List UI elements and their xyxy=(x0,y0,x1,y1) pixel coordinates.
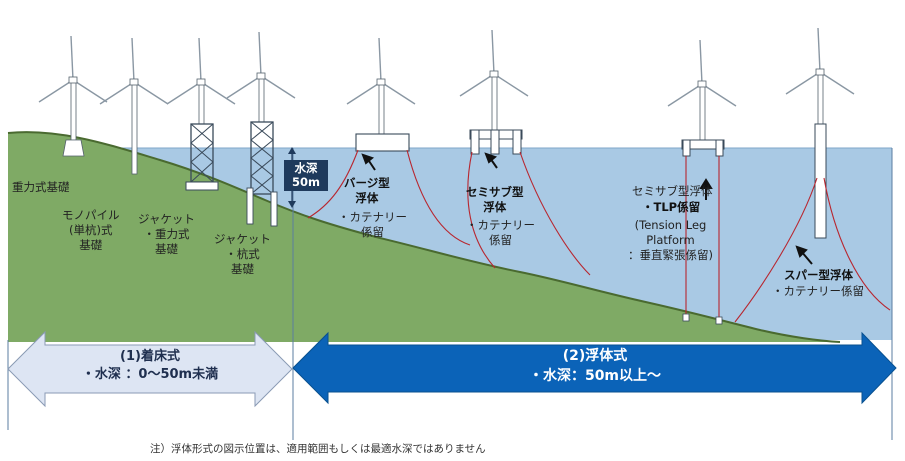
semisub-title: セミサブ型 浮体 xyxy=(466,185,524,214)
tlp-line1: セミサブ型浮体 xyxy=(632,184,713,198)
monopile-foundation xyxy=(99,37,169,175)
spar-mooring: ・カテナリー係留 xyxy=(772,284,864,298)
barge-title: バージ型 浮体 xyxy=(344,176,390,205)
fixed-arrow-shape xyxy=(7,330,293,408)
tlp-floating xyxy=(667,39,737,325)
jacket-gravity-label: ジャケット ・重力式 基礎 xyxy=(138,212,195,256)
floating-arrow-shape xyxy=(292,331,897,405)
jacket-pile-foundation xyxy=(226,31,296,227)
jacket-pile-label: ジャケット ・杭式 基礎 xyxy=(214,232,271,276)
floating-arrow-label: (2)浮体式 ・水深：50m以上～ xyxy=(528,348,662,384)
tlp-title: ・TLP係留 xyxy=(642,200,701,214)
spar-title: スパー型浮体 xyxy=(784,268,853,282)
water-depth-badge: 水深 50m xyxy=(284,160,328,191)
fixed-arrow-label: (1)着床式 ・水深 ：0～50m未満 xyxy=(81,349,219,383)
semisub-mooring: ・カテナリー 係留 xyxy=(466,218,535,247)
gravity-label: 重力式基礎 xyxy=(12,180,70,194)
tlp-desc: (Tension Leg Platform ：垂直緊張係留) xyxy=(628,218,713,262)
semisub-floating xyxy=(459,29,591,276)
footnote: 注）浮体形式の図示位置は、適用範囲もしくは最適水深ではありません xyxy=(150,443,486,455)
pointer-arrows xyxy=(361,152,813,265)
spar-floating xyxy=(734,27,891,323)
jacket-gravity-foundation xyxy=(166,37,236,191)
barge-mooring: ・カテナリー 係留 xyxy=(338,210,407,239)
monopile-label: モノパイル (単杭)式 基礎 xyxy=(62,208,120,252)
barge-floating xyxy=(307,37,471,246)
seabed-outline xyxy=(7,131,841,343)
gravity-foundation xyxy=(38,35,108,157)
